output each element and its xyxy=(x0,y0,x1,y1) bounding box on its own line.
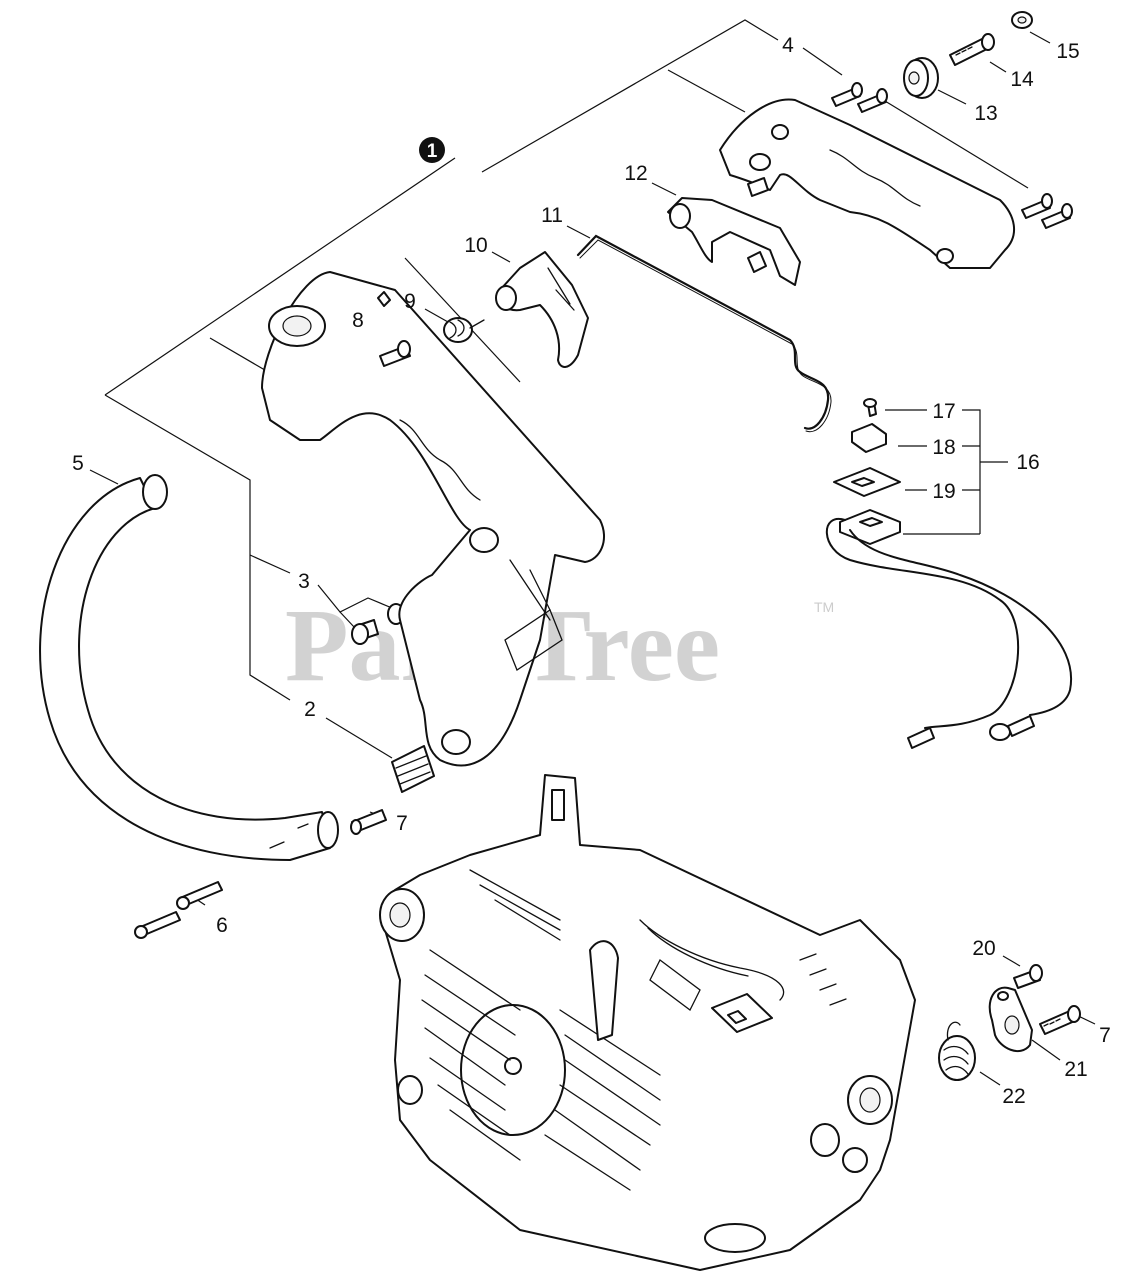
grommet-13 xyxy=(903,57,939,99)
stud-14 xyxy=(949,33,995,66)
leader-lines xyxy=(89,19,1096,1086)
bolt-8 xyxy=(379,340,411,367)
plate-21 xyxy=(988,986,1033,1052)
callout-17: 17 xyxy=(932,400,955,423)
callout-2: 2 xyxy=(304,698,316,721)
nut-15 xyxy=(1011,11,1033,29)
lockout-12 xyxy=(667,197,801,286)
callout-9: 9 xyxy=(404,290,416,313)
callout-6: 6 xyxy=(216,914,228,937)
callout-10: 10 xyxy=(464,234,487,257)
spring-9 xyxy=(443,317,485,343)
rod-11 xyxy=(576,234,832,433)
callout-7-left: 7 xyxy=(396,812,408,835)
bolt-7-left xyxy=(350,809,387,835)
callout-15: 15 xyxy=(1056,40,1079,63)
callout-18: 18 xyxy=(932,436,955,459)
bolt-7-right xyxy=(1039,1005,1081,1035)
trigger-10 xyxy=(495,251,589,368)
callout-19: 19 xyxy=(932,480,955,503)
callout-13: 13 xyxy=(974,102,997,125)
callout-7-right: 7 xyxy=(1099,1024,1111,1047)
spring-22 xyxy=(938,1021,976,1081)
callout-5: 5 xyxy=(72,452,84,475)
callout-8: 8 xyxy=(352,309,364,332)
callout-14: 14 xyxy=(1010,68,1034,91)
watermark-trademark: TM xyxy=(814,599,834,615)
handle-cover xyxy=(719,98,1015,269)
callout-12: 12 xyxy=(624,162,647,185)
callout-4: 4 xyxy=(782,34,794,57)
callout-badge-1 xyxy=(419,137,445,163)
callout-20: 20 xyxy=(972,937,995,960)
spring-2 xyxy=(391,745,435,793)
rear-handle-housing xyxy=(261,271,605,767)
callout-1: 1 xyxy=(427,141,438,162)
callout-11: 11 xyxy=(541,204,563,227)
screw-20 xyxy=(1013,964,1043,989)
callout-21: 21 xyxy=(1064,1058,1087,1081)
engine-housing xyxy=(379,774,916,1271)
switch-parts xyxy=(825,398,1073,749)
callout-3: 3 xyxy=(298,570,310,593)
front-handle-bar xyxy=(39,474,339,861)
callout-22: 22 xyxy=(1002,1085,1025,1108)
screw-6 xyxy=(134,881,223,939)
callout-16: 16 xyxy=(1016,451,1039,474)
bolts-4 xyxy=(831,82,1073,229)
